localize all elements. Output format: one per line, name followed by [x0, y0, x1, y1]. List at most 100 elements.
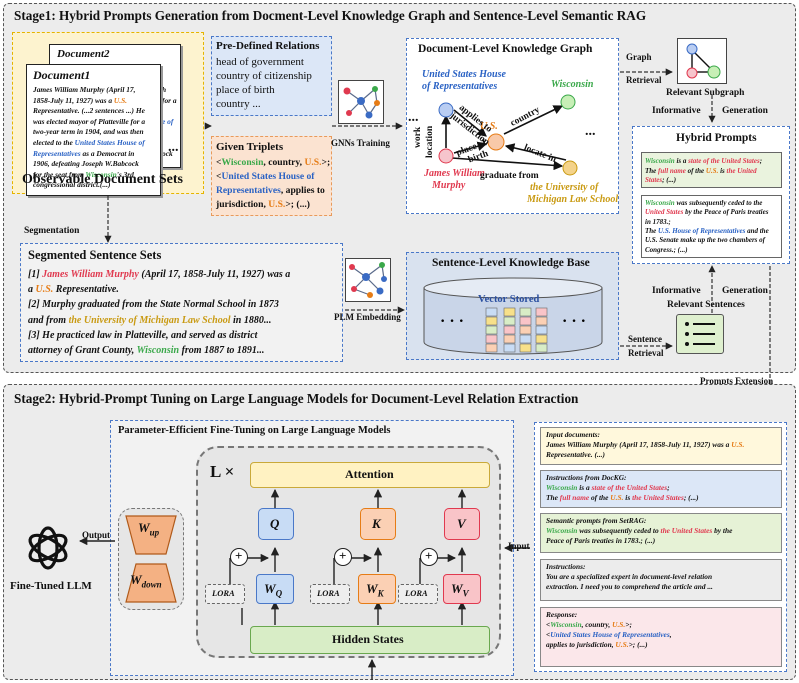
prompt-box-heading: Instructions from DocKG: [546, 473, 627, 482]
segmented-sentence-line: and from the University of Michigan Law … [28, 314, 272, 326]
document1-line: elected to the United States House of [33, 138, 145, 147]
gnn-training-label: GNNs Training [331, 138, 390, 148]
segmented-sentence-line: attorney of Grant County, Wisconsin from… [28, 345, 265, 356]
segmented-sentence-line: [2] Murphy graduated from the State Norm… [28, 299, 279, 311]
stage1-title: Stage1: Hybrid Prompts Generation from D… [14, 8, 647, 23]
hybrid-prompt-2 [641, 195, 782, 258]
lora-adapter-shapes [125, 515, 177, 603]
observable-document-sets-label: Observable Document Sets [22, 172, 183, 187]
vector-cell [485, 307, 498, 317]
document2-line: e of [162, 116, 174, 126]
kg-node-murphy-2: Murphy [432, 180, 466, 191]
kg-title: Document-Level Knowledge Graph [418, 43, 593, 55]
prompt-box-line: Wisconsin was subsequently ceded to the … [546, 526, 733, 535]
lora-label-v: LORA [405, 588, 428, 598]
hybrid-prompt-2-line: Congress.; (...) [645, 245, 688, 254]
document1-title: Document1 [33, 68, 91, 82]
plus-q: + [235, 548, 243, 563]
document-ellipsis: ... [168, 140, 179, 155]
document1-line: Representatives as a Democrat in [33, 148, 135, 158]
prompt-box-line: The full name of the U.S. is the United … [546, 493, 699, 502]
hybrid-prompts-title: Hybrid Prompts [676, 132, 757, 144]
vector-cell [535, 316, 548, 326]
vector-stored-label: Vector Stored [478, 294, 540, 305]
prompt-box-line: James William Murphy (April 17, 1858-Jul… [546, 440, 745, 449]
vector-cell [503, 325, 516, 335]
prompt-box-heading: Input documents: [546, 430, 601, 439]
hidden-states-label: Hidden States [332, 632, 404, 646]
attention-block [250, 462, 490, 488]
lora-block-q [205, 584, 245, 604]
kg-node-us: U.S. [480, 121, 498, 132]
hybrid-prompt-2-line: in 1783.; [645, 217, 671, 226]
lora-block-k [310, 584, 350, 604]
document2-line: for a [162, 95, 177, 105]
plus-k: + [339, 548, 347, 563]
informative-label-bottom: Informative [652, 286, 701, 296]
vector-cell [519, 325, 532, 335]
relevant-sentences-icon [676, 314, 724, 354]
prompt-box-heading: Instructions: [546, 562, 586, 571]
attention-label: Attention [345, 467, 394, 481]
sentence-retrieval-2: Retrieval [628, 348, 664, 358]
prompt-box-line: <Wisconsin, country, U.S.>; [546, 620, 632, 629]
vector-store-cylinder: · · ·· · · [423, 277, 603, 355]
triplet-line: Representatives, applies to [216, 185, 325, 196]
vector-cell [519, 307, 532, 317]
kg-box [406, 38, 619, 214]
kg-node-murphy-1: James William [424, 168, 485, 179]
k-label: K [372, 516, 381, 531]
plus-node-k [334, 548, 352, 566]
prompts-extension-label: Prompts Extension [700, 376, 774, 386]
kb-title: Sentence-Level Knowledge Base [432, 257, 590, 269]
hybrid-prompt-2-line: Wisconsin was subsequently ceded to the [645, 199, 763, 207]
vector-cell [519, 316, 532, 326]
wk-block [358, 574, 396, 604]
lora-label-k: LORA [317, 588, 340, 598]
hybrid-prompt-2-line: United States by the Peace of Paris trea… [645, 208, 769, 217]
document2-line: ock [162, 148, 173, 158]
vector-cell [485, 325, 498, 335]
relation-item: place of birth [216, 84, 275, 96]
plus-node-q [230, 548, 248, 566]
response-box: Response:<Wisconsin, country, U.S.>;<Uni… [540, 607, 782, 667]
relation-item: head of government [216, 56, 304, 68]
fine-tuned-llm-label: Fine-Tuned LLM [10, 580, 92, 592]
graph-retrieval-1: Graph [626, 52, 652, 62]
kg-dots-left: ... [408, 110, 419, 125]
kg-node-house-2: of Representatives [422, 81, 498, 92]
vector-cell [519, 343, 532, 353]
relations-box [211, 36, 332, 116]
document2-line: h [162, 85, 167, 94]
vector-dots: · · · [562, 313, 586, 330]
hybrid-prompt-1-line: States; (...) [645, 176, 677, 184]
vector-cell [503, 334, 516, 344]
relevant-subgraph-label: Relevant Subgraph [666, 88, 745, 98]
kg-edge-graduate: graduate from [480, 171, 539, 181]
prompt-box-heading: Semantic prompts from SetRAG: [546, 516, 647, 525]
prompt-box-line: <United States House of Representatives, [546, 630, 672, 639]
document1-line: was elected mayor of Platteville for a [33, 116, 146, 126]
hidden-states-block [250, 626, 490, 654]
wup-label: Wup [138, 520, 160, 538]
vector-cell [485, 343, 498, 353]
hybrid-prompt-1-line: Wisconsin is a state of the United State… [645, 157, 763, 165]
vector-cell [535, 307, 548, 317]
vector-cell [503, 316, 516, 326]
plm-network-icon [345, 258, 391, 302]
document1-line: 1906, defeating Joseph W.Babcock [33, 159, 139, 169]
segmented-sentence-line: [1] James William Murphy (April 17, 1858… [28, 269, 291, 280]
kg-node-michigan-2: Michigan Law School [527, 194, 619, 205]
document1-line: congressional district.(...) [33, 180, 111, 190]
relations-title: Pre-Defined Relations [216, 40, 320, 52]
llm-logo-icon [28, 526, 68, 570]
relevant-sentences-label: Relevant Sentences [667, 300, 745, 310]
vector-cell [535, 325, 548, 335]
vector-cell [485, 334, 498, 344]
document1-line: Representative. (...2 sentences ...) He [33, 106, 145, 116]
gnn-network-icon [338, 80, 384, 124]
segmented-title: Segmented Sentence Sets [28, 248, 162, 262]
document1-line: two-year term in 1904, and was then [33, 127, 144, 137]
input-documents-box: Input documents:James William Murphy (Ap… [540, 427, 782, 465]
q-block [258, 508, 294, 540]
